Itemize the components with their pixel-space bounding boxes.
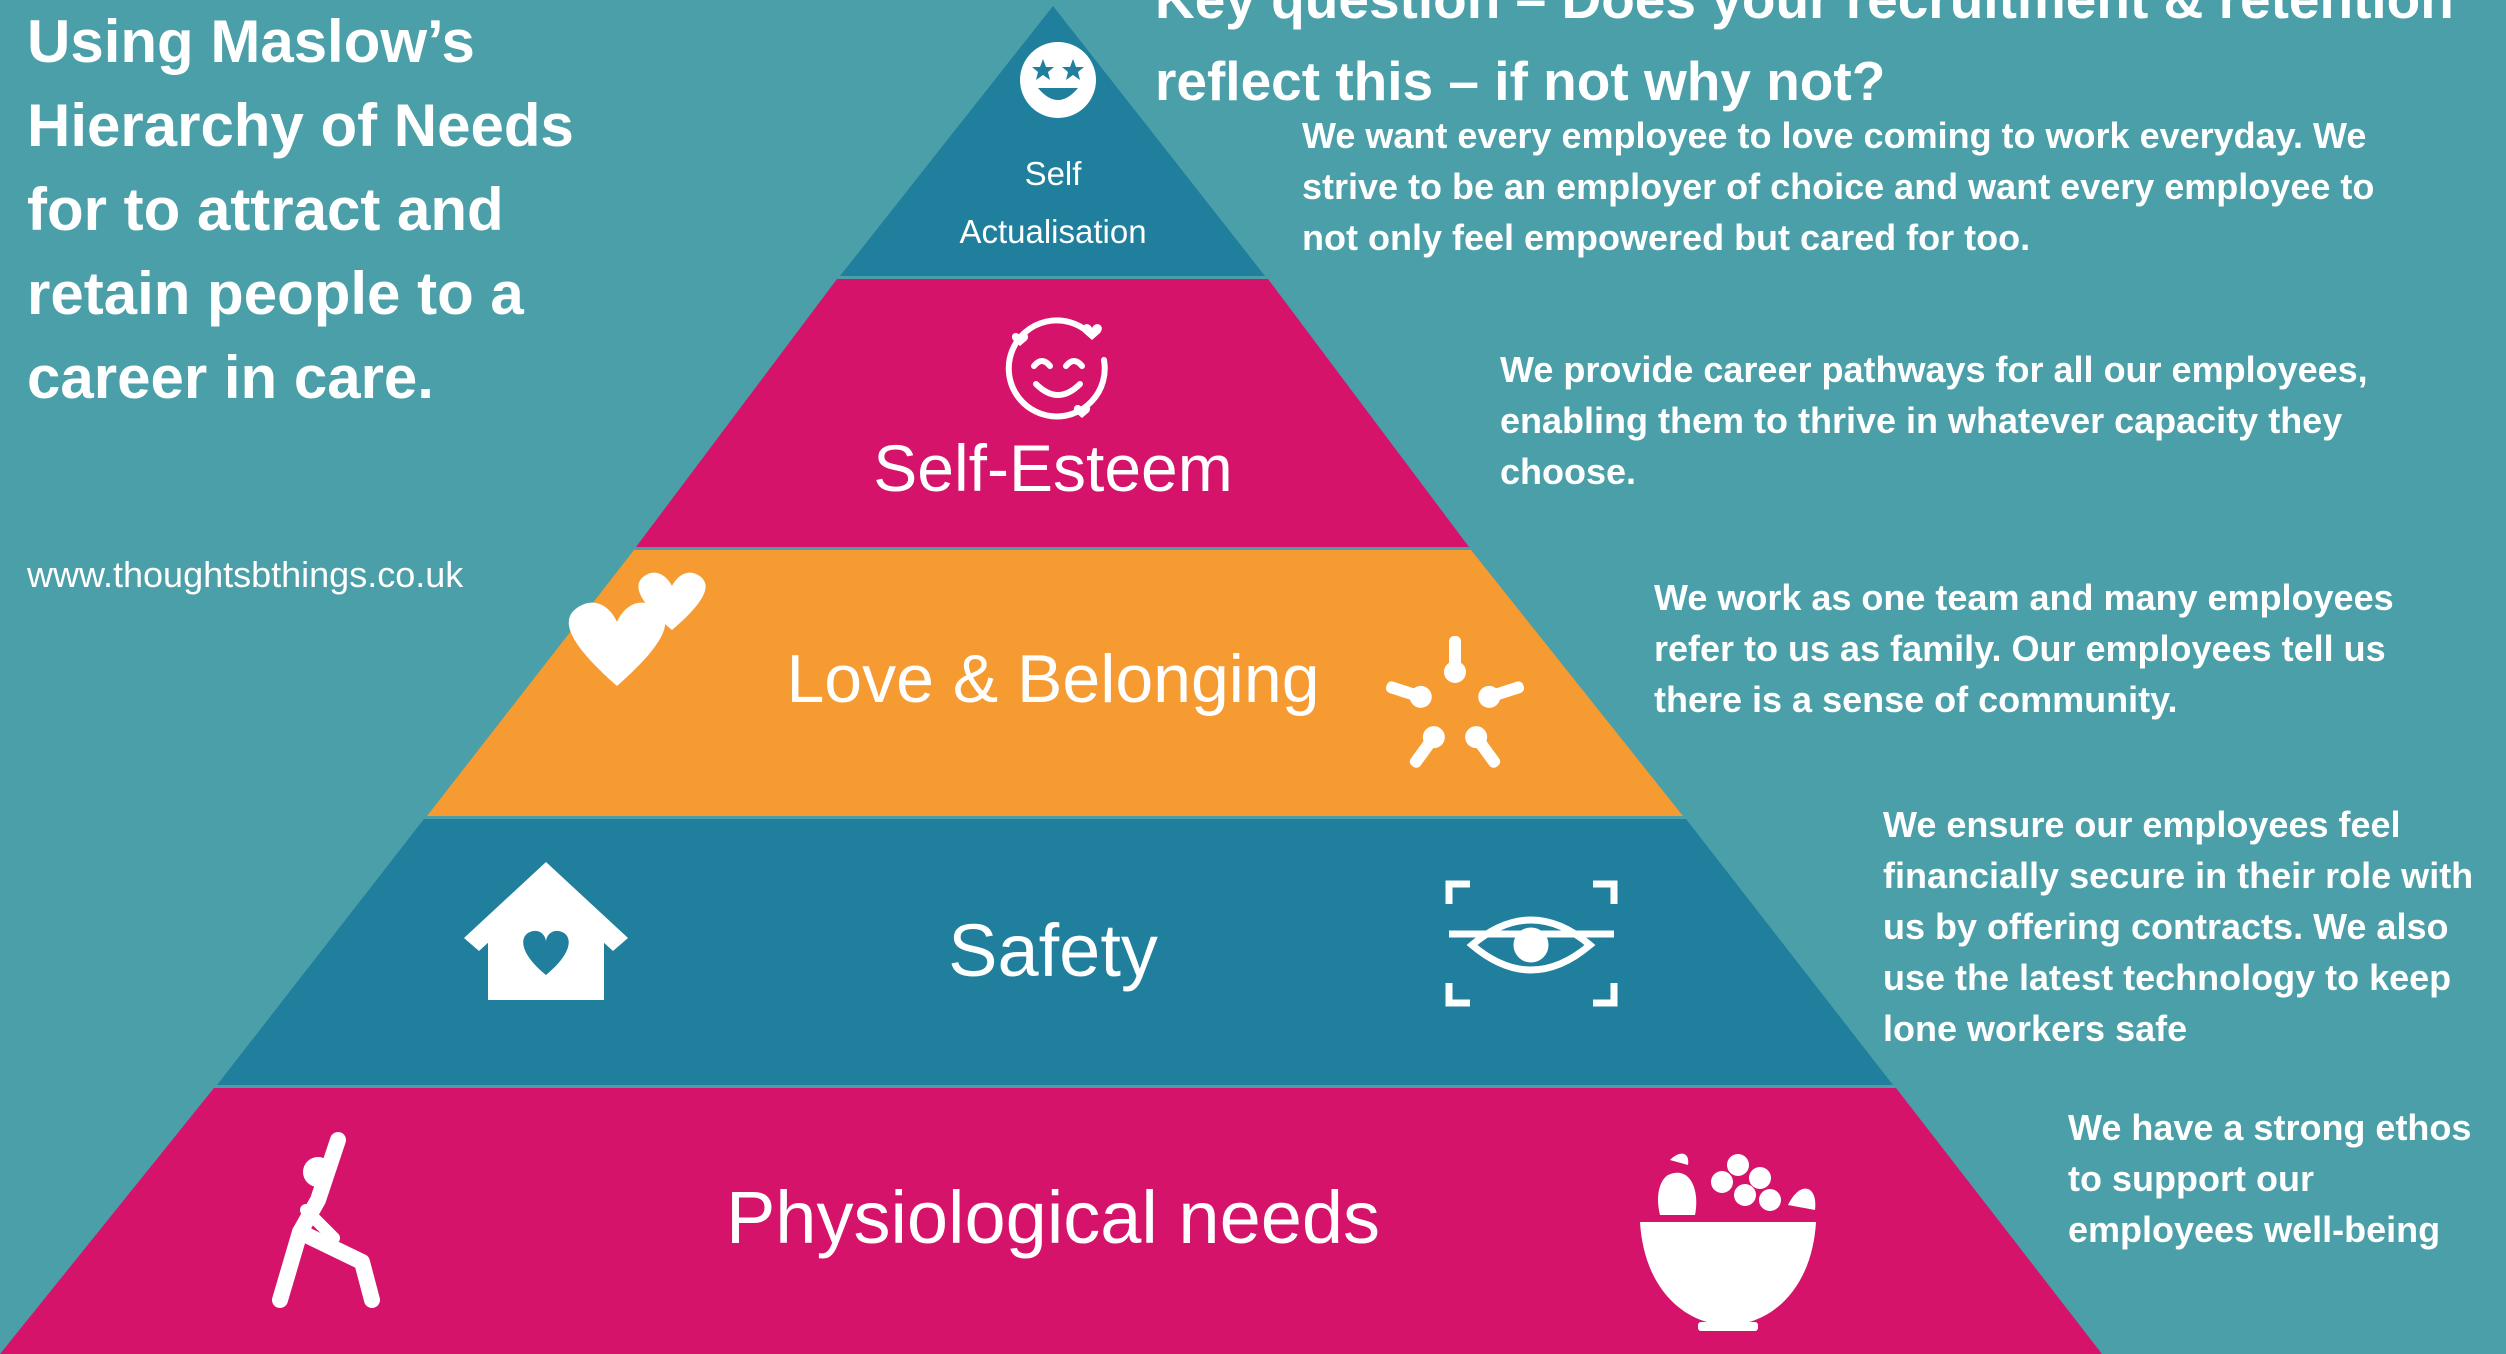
eye-scan-icon <box>1445 880 1618 1007</box>
heart-eyes-face-icon <box>1005 317 1108 420</box>
note-safety: We ensure our employees feel financially… <box>1883 804 2474 1049</box>
key-question: Key question – Does your recruitment & r… <box>1155 0 2454 112</box>
note-self-esteem: We provide career pathways for all our e… <box>1500 349 2368 492</box>
main-title: Using Maslow’s Hierarchy of Needs for to… <box>27 8 574 411</box>
pyramid-band-safety <box>217 819 1893 1085</box>
yoga-pose-icon <box>272 1132 380 1308</box>
pyramid-band-self-actualisation <box>840 6 1265 276</box>
star-eyes-face-icon <box>1020 42 1096 118</box>
level-label-safety: Safety <box>948 909 1158 992</box>
fruit-bowl-icon <box>1640 1153 1816 1331</box>
hands-circle-icon <box>1385 636 1525 768</box>
note-physiological: We have a strong ethos to support our em… <box>2068 1107 2472 1250</box>
level-label-physiological: Physiological needs <box>725 1176 1381 1259</box>
house-heart-icon <box>464 862 628 1000</box>
website-url[interactable]: www.thoughtsbthings.co.uk <box>27 554 464 595</box>
level-label-self-esteem: Self-Esteem <box>873 431 1233 505</box>
note-self-actualisation: We want every employee to love coming to… <box>1302 115 2375 258</box>
note-love-belonging: We work as one team and many employees r… <box>1654 577 2394 720</box>
pyramid-band-physiological <box>0 1088 2102 1354</box>
two-hearts-icon <box>568 572 706 686</box>
level-label-love-belonging: Love & Belonging <box>786 641 1320 717</box>
pyramid-band-self-esteem <box>636 279 1469 547</box>
level-label-self-actualisation: Self Actualisation <box>959 155 1147 250</box>
pyramid-band-love-belonging <box>427 550 1683 816</box>
